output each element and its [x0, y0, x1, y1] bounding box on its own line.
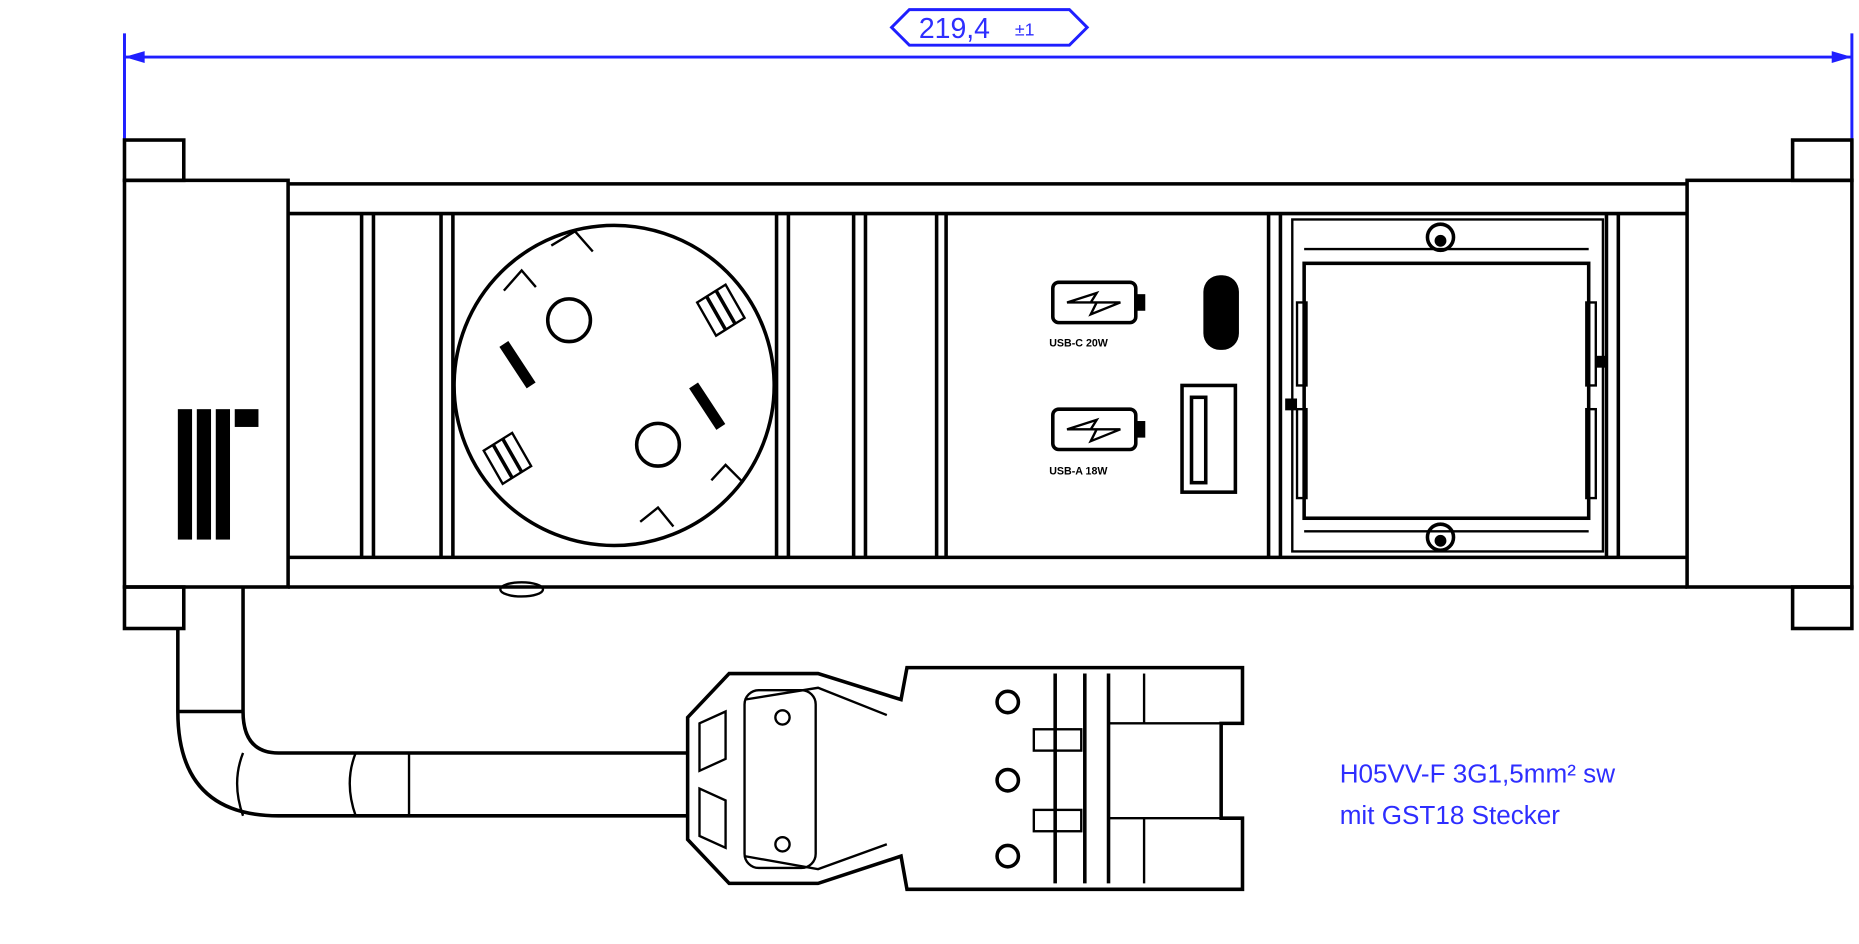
gst18-connector [685, 665, 1245, 892]
bachmann-logo [177, 409, 259, 540]
usb-a-label: USB-A 18W [1049, 465, 1108, 477]
earth-clip-top [695, 283, 747, 338]
right-end-cap [1685, 138, 1854, 631]
cable-spec-line2: mit GST18 Stecker [1340, 800, 1561, 830]
earth-clip-bottom [482, 431, 533, 486]
screw-icon [1425, 222, 1456, 253]
keystone-module [1285, 218, 1608, 553]
usb-c-label: USB-C 20W [1049, 337, 1109, 349]
left-end-cap [122, 138, 290, 631]
dimension-value: 219,4 [919, 13, 990, 45]
battery-charge-icon [1051, 280, 1146, 325]
screw-icon [1425, 522, 1456, 553]
power-strip-body [288, 182, 1688, 598]
usb-c-port [1203, 275, 1239, 350]
schuko-socket [452, 223, 776, 548]
dimension-tolerance: ±1 [1015, 20, 1035, 40]
overall-width-dimension: 219,4 ±1 [123, 8, 1854, 178]
usb-module: USB-C 20W USB-A 18W [1049, 275, 1239, 494]
battery-charge-icon [1051, 407, 1146, 452]
cable-spec-line1: H05VV-F 3G1,5mm² sw [1340, 759, 1616, 789]
usb-a-port [1180, 383, 1238, 494]
cable [176, 587, 688, 818]
